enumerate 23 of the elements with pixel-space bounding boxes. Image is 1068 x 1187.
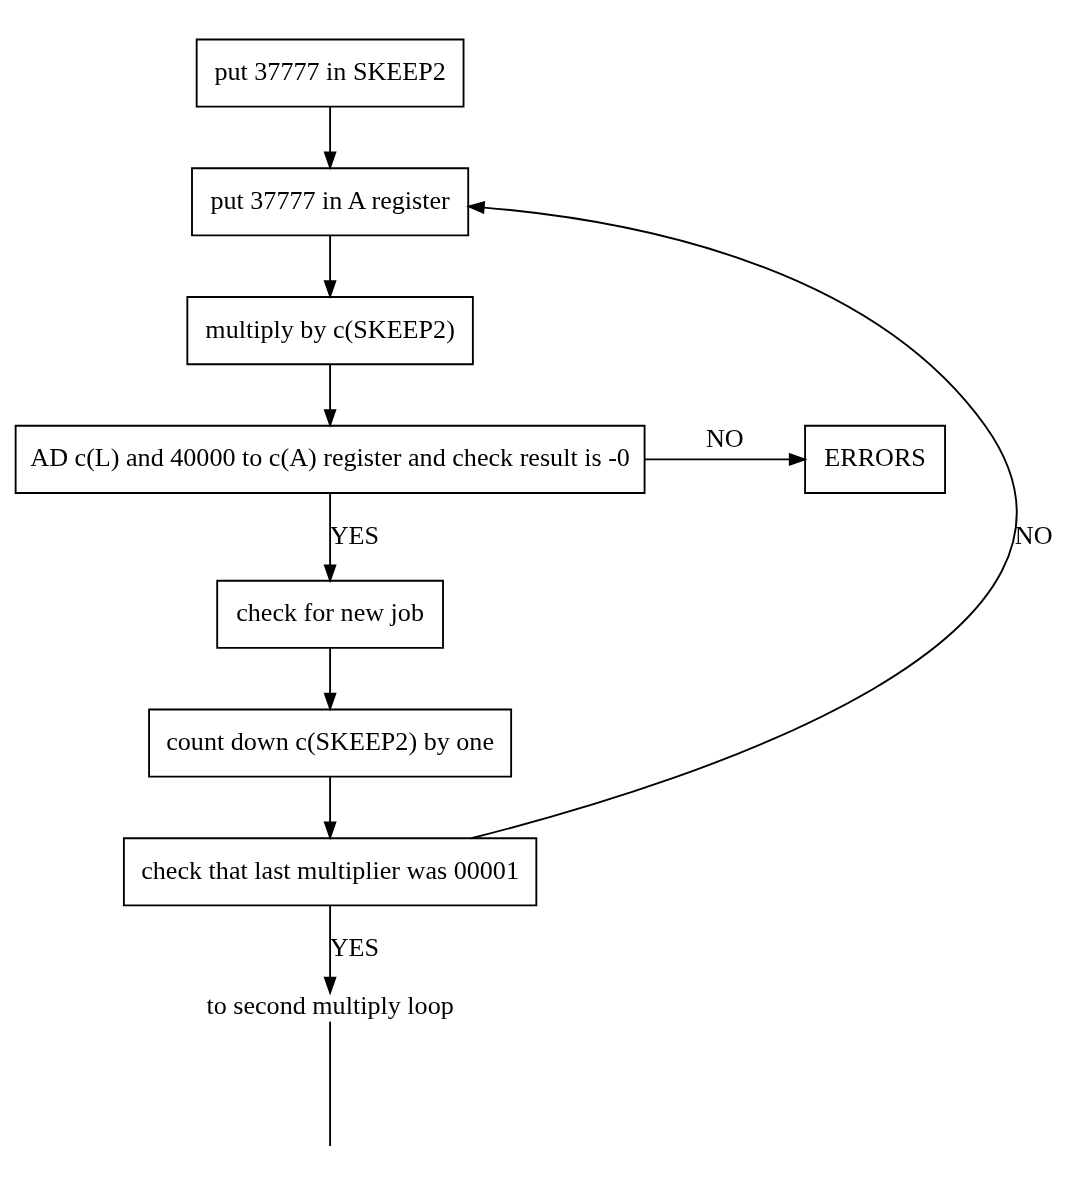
node-text: to second multiply loop bbox=[206, 991, 454, 1021]
node-box: count down c(SKEEP2) by one bbox=[148, 708, 513, 778]
node-box: put 37777 in SKEEP2 bbox=[195, 38, 465, 108]
connector bbox=[329, 1020, 332, 1147]
arrow bbox=[323, 363, 337, 428]
arrow bbox=[643, 452, 808, 466]
edge-label: NO bbox=[1014, 520, 1053, 550]
node-box: multiply by c(SKEEP2) bbox=[186, 296, 474, 366]
arrow bbox=[323, 776, 337, 841]
node-box: check for new job bbox=[216, 579, 444, 649]
arrow bbox=[323, 647, 337, 712]
edge-label: NO bbox=[705, 423, 744, 453]
node-box: ERRORS bbox=[804, 424, 946, 494]
edge-label: YES bbox=[329, 933, 380, 963]
node-box: put 37777 in A register bbox=[191, 167, 470, 237]
edge-label: YES bbox=[329, 520, 380, 550]
node-box: check that last multiplier was 00001 bbox=[122, 837, 538, 907]
arrow bbox=[323, 492, 337, 584]
arrow bbox=[323, 234, 337, 300]
arrow bbox=[323, 904, 337, 996]
arrow bbox=[323, 106, 337, 171]
arrow bbox=[466, 201, 1017, 840]
node-box: AD c(L) and 40000 to c(A) register and check result is -0 bbox=[14, 424, 646, 494]
